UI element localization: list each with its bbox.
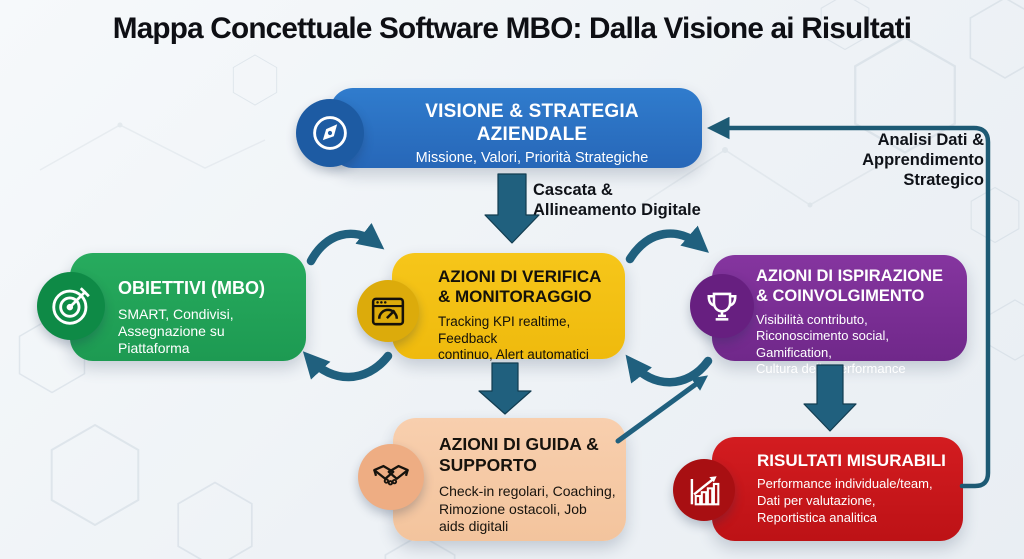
compass-icon bbox=[296, 99, 364, 167]
node-inspiration-title: AZIONI DI ISPIRAZIONE & COINVOLGIMENTO bbox=[756, 267, 944, 305]
node-results-body: Performance individuale/team, Dati per v… bbox=[757, 476, 933, 525]
node-vision-strategy: VISIONE & STRATEGIA AZIENDALE Missione, … bbox=[330, 88, 702, 168]
node-objectives-title: OBIETTIVI (MBO) bbox=[118, 278, 265, 298]
node-support-title: AZIONI DI GUIDA & SUPPORTO bbox=[439, 434, 599, 475]
node-monitoring: AZIONI DI VERIFICA & MONITORAGGIO Tracki… bbox=[392, 253, 625, 362]
data-analysis-feedback-label: Analisi Dati & Apprendimento Strategico bbox=[862, 131, 984, 190]
trophy-icon bbox=[690, 274, 754, 338]
node-results-title: RISULTATI MISURABILI bbox=[757, 451, 946, 470]
handshake-icon bbox=[358, 444, 424, 510]
cascade-alignment-label: Cascata & Allineamento Digitale bbox=[533, 181, 701, 220]
node-monitoring-title: AZIONI DI VERIFICA & MONITORAGGIO bbox=[438, 267, 602, 307]
node-vision-title: VISIONE & STRATEGIA AZIENDALE bbox=[425, 101, 639, 145]
node-vision-subtitle: Missione, Valori, Priorità Strategiche bbox=[415, 149, 649, 166]
growth-chart-icon bbox=[673, 459, 735, 521]
node-objectives-mbo: OBIETTIVI (MBO) SMART, Condivisi, Assegn… bbox=[70, 253, 306, 361]
node-monitoring-body: Tracking KPI realtime, Feedback continuo… bbox=[438, 313, 589, 363]
node-inspiration-body: Visibilità contributo, Riconoscimento so… bbox=[756, 311, 906, 377]
node-results: RISULTATI MISURABILI Performance individ… bbox=[712, 437, 963, 541]
node-support: AZIONI DI GUIDA & SUPPORTO Check-in rego… bbox=[393, 418, 626, 541]
target-icon bbox=[37, 272, 105, 340]
node-support-body: Check-in regolari, Coaching, Rimozione o… bbox=[439, 483, 616, 535]
node-objectives-body: SMART, Condivisi, Assegnazione su Piatta… bbox=[118, 305, 234, 357]
page-title: Mappa Concettuale Software MBO: Dalla Vi… bbox=[112, 12, 912, 45]
dashboard-gauge-icon bbox=[357, 280, 419, 342]
